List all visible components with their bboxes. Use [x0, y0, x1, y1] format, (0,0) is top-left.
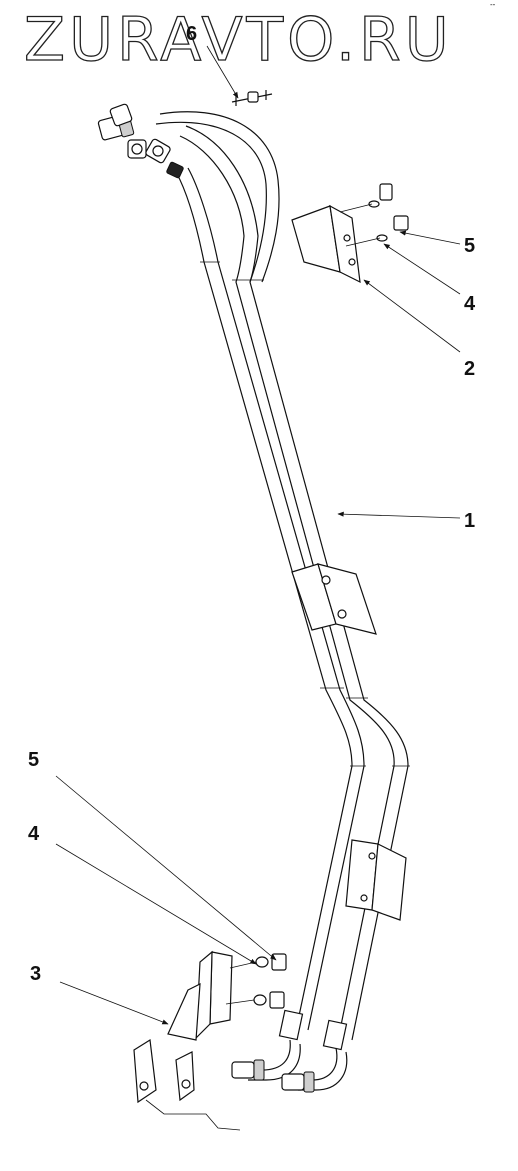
part-3-lower-bracket [133, 950, 287, 1131]
part-6-clip [231, 90, 273, 106]
callout-3: 3 [30, 963, 41, 985]
top-fittings [97, 103, 184, 179]
callout-2: 2 [464, 358, 475, 380]
callout-4-lower: 4 [28, 823, 40, 845]
lower-clamp-bracket [345, 839, 407, 921]
part-2-upper-bracket [291, 183, 409, 284]
hose-pair [155, 111, 410, 1093]
mid-clamp-bracket [291, 563, 377, 635]
callout-5-lower: 5 [28, 749, 39, 771]
callout-4-upper: 4 [464, 293, 476, 315]
watermark: ZURAVTO.RU [24, 5, 453, 75]
callout-6: 6 [186, 23, 197, 45]
leader-lines [55, 45, 461, 1025]
corner-mark: -- [490, 0, 496, 9]
callout-1: 1 [464, 510, 475, 532]
callout-5-upper: 5 [464, 235, 475, 257]
